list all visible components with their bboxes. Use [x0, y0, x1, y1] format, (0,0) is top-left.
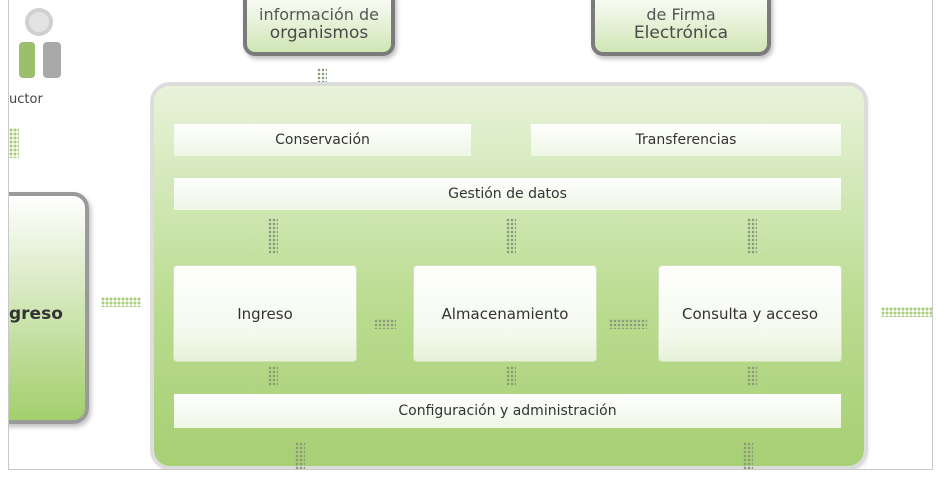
transferencias-strip: Transferencias — [531, 124, 841, 156]
firma-electronica-box: de Firma Electrónica — [591, 0, 771, 56]
main-container: Conservación Transferencias Gestión de d… — [154, 86, 864, 466]
organismos-box: información de organismos — [243, 0, 395, 56]
ingreso-config-arrow-icon — [268, 366, 278, 386]
firma-line2: Electrónica — [633, 23, 729, 43]
user-arrow-icon — [9, 128, 19, 158]
diagram-frame: uctor información de organismos de Firma… — [8, 0, 933, 470]
gestion-almacenamiento-arrow-icon — [506, 218, 516, 254]
ingreso-almacenamiento-arrow-icon — [374, 319, 396, 329]
left-ingreso-panel — [9, 192, 89, 424]
right-arrow-icon — [881, 307, 932, 317]
user-label: uctor — [9, 92, 43, 107]
organismos-line2: organismos — [269, 23, 369, 43]
organismos-line1: información de — [259, 5, 379, 24]
gestion-datos-strip: Gestión de datos — [174, 178, 841, 210]
firma-line1: de Firma — [646, 5, 716, 24]
almacenamiento-consulta-arrow-icon — [609, 319, 647, 329]
gestion-ingreso-arrow-icon — [268, 218, 278, 254]
bottom-left-arrow-icon — [295, 442, 305, 469]
gestion-consulta-arrow-icon — [747, 218, 757, 254]
consulta-acceso-card: Consulta y acceso — [659, 266, 841, 361]
consulta-config-arrow-icon — [747, 366, 757, 386]
left-to-main-arrow-icon — [101, 297, 141, 307]
almacenamiento-config-arrow-icon — [506, 366, 516, 386]
almacenamiento-card: Almacenamiento — [414, 266, 596, 361]
conservacion-strip: Conservación — [174, 124, 471, 156]
organismos-arrow-icon — [317, 68, 327, 100]
ingreso-card: Ingreso — [174, 266, 356, 361]
left-ingreso-label: greso — [9, 304, 63, 324]
user-icon — [19, 8, 61, 78]
configuracion-administracion-strip: Configuración y administración — [174, 394, 841, 428]
bottom-right-arrow-icon — [743, 442, 753, 469]
